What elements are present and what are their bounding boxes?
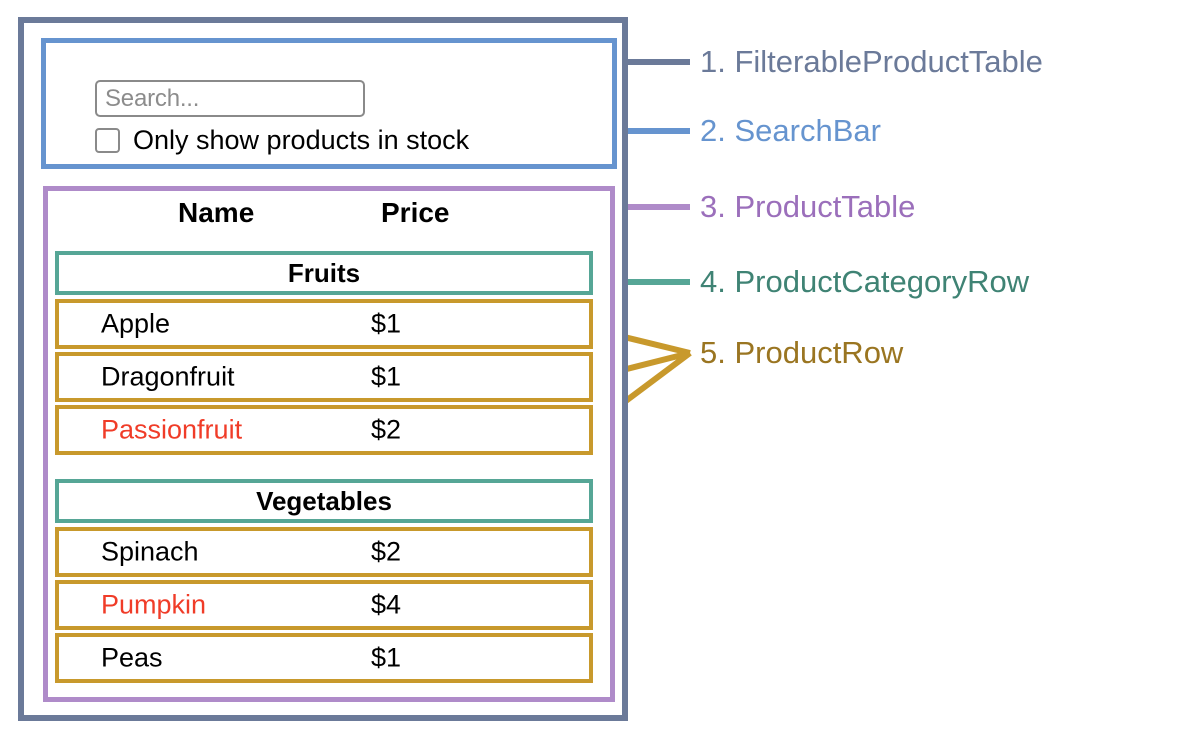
product-category-row: Fruits (55, 251, 593, 295)
product-name: Pumpkin (101, 589, 207, 620)
product-price: $1 (371, 361, 402, 392)
product-name: Peas (101, 642, 163, 673)
table-body: Fruits Apple $1 Dragonfruit $1 Passionfr… (55, 251, 595, 683)
product-row: Peas $1 (55, 633, 593, 683)
product-row: Spinach $2 (55, 527, 593, 577)
checkbox-icon[interactable] (95, 128, 120, 153)
column-header-price: Price (381, 197, 450, 228)
product-price: $4 (371, 589, 402, 620)
in-stock-checkbox-label: Only show products in stock (133, 125, 470, 155)
legend-label: ProductCategoryRow (734, 264, 1030, 299)
legend-label: SearchBar (734, 113, 881, 148)
product-name: Passionfruit (101, 414, 243, 445)
product-row: Apple $1 (55, 299, 593, 349)
product-price: $2 (371, 536, 402, 567)
product-row: Dragonfruit $1 (55, 352, 593, 402)
search-input[interactable]: Search... (95, 80, 365, 117)
legend-item-filterable-product-table: 1. FilterableProductTable (700, 46, 1043, 77)
product-row: Pumpkin $4 (55, 580, 593, 630)
product-row: Passionfruit $2 (55, 405, 593, 455)
legend-number: 1. (700, 44, 735, 79)
product-price: $1 (371, 308, 402, 339)
legend-item-product-row: 5. ProductRow (700, 337, 903, 368)
product-name: Spinach (101, 536, 199, 567)
legend-label: ProductTable (734, 189, 916, 224)
legend-label: ProductRow (734, 335, 904, 370)
legend-item-product-category-row: 4. ProductCategoryRow (700, 266, 1029, 297)
legend-number: 3. (700, 189, 735, 224)
legend-number: 2. (700, 113, 735, 148)
table-header-row: Name Price (48, 197, 610, 245)
legend-label: FilterableProductTable (734, 44, 1043, 79)
product-category-row: Vegetables (55, 479, 593, 523)
in-stock-filter-row[interactable]: Only show products in stock (95, 127, 469, 154)
legend-item-product-table: 3. ProductTable (700, 191, 915, 222)
product-price: $1 (371, 642, 402, 673)
product-name: Dragonfruit (101, 361, 235, 392)
legend-number: 5. (700, 335, 735, 370)
product-table-frame: Name Price Fruits Apple $1 Dragonfruit $… (43, 186, 615, 702)
legend-number: 4. (700, 264, 735, 299)
column-header-name: Name (178, 197, 255, 228)
product-name: Apple (101, 308, 171, 339)
legend-item-search-bar: 2. SearchBar (700, 115, 881, 146)
search-bar-frame: Search... Only show products in stock (41, 38, 617, 169)
product-price: $2 (371, 414, 402, 445)
